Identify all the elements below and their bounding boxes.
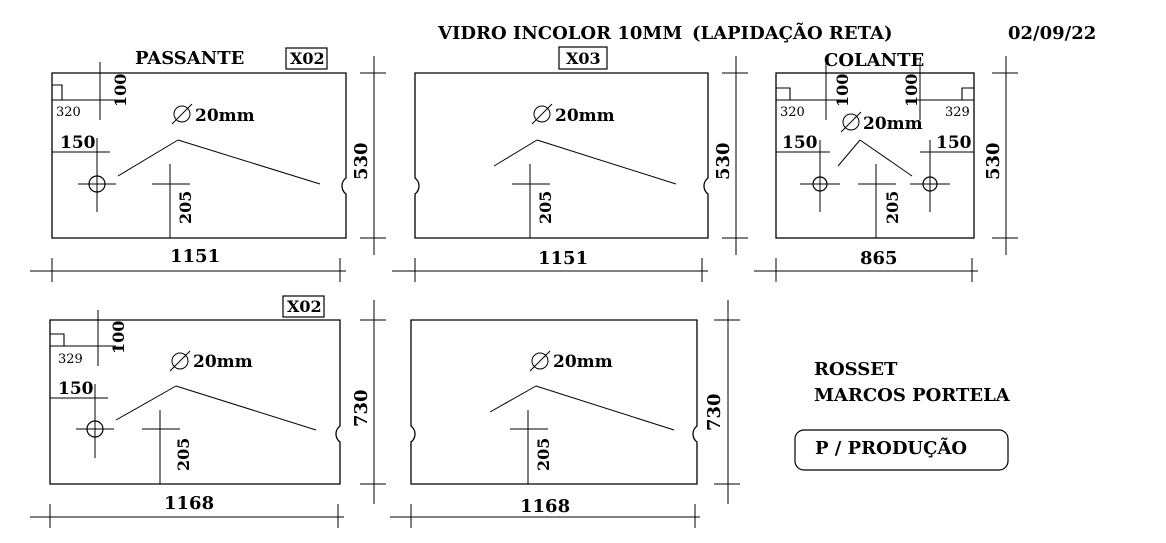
hole-bottom-offset: 205 bbox=[883, 191, 902, 224]
diameter-symbol-slash bbox=[529, 350, 551, 372]
leader-line bbox=[177, 139, 321, 185]
corner-offset-y-right: 100 bbox=[902, 74, 921, 107]
corner-offset-x: 320 bbox=[780, 105, 805, 120]
qty-box bbox=[558, 46, 608, 70]
hole-bottom-offset: 205 bbox=[176, 191, 195, 224]
hole-left-offset: 150 bbox=[58, 379, 94, 399]
glass-spec-title: VIDRO INCOLOR 10MM bbox=[437, 23, 682, 44]
leader-line bbox=[859, 139, 913, 177]
leader-line bbox=[535, 385, 675, 431]
panel-width-label: 865 bbox=[860, 248, 898, 269]
qty-label: X02 bbox=[290, 49, 325, 68]
hole-diameter-label: 20mm bbox=[193, 352, 253, 372]
diameter-symbol bbox=[531, 352, 549, 370]
glass-panel-outline bbox=[410, 319, 698, 485]
hole-bottom-offset: 205 bbox=[536, 191, 555, 224]
hole-diameter-label: 20mm bbox=[863, 114, 923, 134]
panel-height-label: 730 bbox=[351, 389, 372, 427]
leader-line bbox=[536, 139, 677, 185]
panel-large-plain: 20mm 205 730 1168 bbox=[390, 300, 740, 528]
panel-type-label: COLANTE bbox=[824, 50, 924, 71]
hole-right-offset: 150 bbox=[936, 133, 972, 153]
diameter-symbol-slash bbox=[840, 111, 862, 133]
client-contact: MARCOS PORTELA bbox=[814, 385, 1011, 406]
diameter-symbol-slash bbox=[531, 103, 553, 125]
panel-x03: X03 20mm 205 530 1151 bbox=[392, 46, 748, 282]
diameter-symbol-slash bbox=[169, 350, 191, 372]
glass-panel-outline bbox=[49, 319, 341, 485]
panel-height-label: 730 bbox=[704, 393, 725, 431]
corner-notch bbox=[961, 87, 974, 101]
panel-width-label: 1168 bbox=[164, 493, 214, 514]
hole-diameter-label: 20mm bbox=[195, 106, 255, 126]
glass-panel-outline bbox=[51, 72, 347, 239]
leader-line bbox=[115, 385, 177, 421]
leader-line bbox=[837, 139, 861, 167]
corner-offset-y: 100 bbox=[109, 321, 128, 354]
corner-offset-x: 329 bbox=[58, 352, 83, 367]
hole-diameter-label: 20mm bbox=[553, 352, 613, 372]
panel-height-label: 530 bbox=[351, 142, 372, 180]
hole-bottom-offset: 205 bbox=[174, 438, 193, 471]
panel-width-label: 1168 bbox=[520, 496, 570, 517]
hole-diameter-label: 20mm bbox=[555, 106, 615, 126]
panel-width-label: 1151 bbox=[538, 248, 588, 269]
corner-offset-y: 100 bbox=[111, 74, 130, 107]
qty-label: X02 bbox=[287, 297, 322, 316]
hole-left-offset: 150 bbox=[782, 133, 818, 153]
panel-colante: COLANTE 320 100 329 100 20mm 150 150 205 bbox=[754, 50, 1018, 282]
edge-finish-label: (LAPIDAÇÃO RETA) bbox=[692, 21, 892, 44]
production-stamp-label: P / PRODUÇÃO bbox=[815, 436, 967, 459]
corner-notch bbox=[52, 84, 63, 101]
panel-width-label: 1151 bbox=[170, 246, 220, 267]
diameter-symbol bbox=[171, 352, 189, 370]
qty-box bbox=[282, 295, 325, 318]
corner-offset-x: 320 bbox=[56, 105, 81, 120]
glass-panel-outline bbox=[775, 72, 975, 239]
panel-x02-large: X02 329 100 20mm 150 205 730 1168 bbox=[30, 295, 386, 528]
corner-notch bbox=[776, 87, 791, 101]
client-name: ROSSET bbox=[814, 359, 898, 380]
panel-type-label: PASSANTE bbox=[135, 48, 244, 69]
date-label: 02/09/22 bbox=[1008, 23, 1096, 44]
production-stamp-box bbox=[794, 429, 1009, 471]
diameter-symbol bbox=[173, 105, 191, 123]
diameter-symbol-slash bbox=[171, 103, 193, 125]
leader-line bbox=[175, 385, 317, 431]
hole-bottom-offset: 205 bbox=[534, 438, 553, 471]
corner-notch bbox=[50, 333, 65, 347]
diameter-symbol bbox=[842, 113, 860, 131]
qty-box bbox=[285, 47, 328, 70]
diameter-symbol bbox=[533, 105, 551, 123]
qty-label: X03 bbox=[566, 49, 601, 68]
hole-left-offset: 150 bbox=[60, 133, 96, 153]
panel-height-label: 530 bbox=[713, 142, 734, 180]
leader-line bbox=[117, 139, 179, 177]
leader-line bbox=[493, 139, 538, 167]
corner-offset-x-right: 329 bbox=[945, 105, 970, 120]
glass-panel-outline bbox=[414, 72, 709, 239]
panel-height-label: 530 bbox=[983, 142, 1004, 180]
leader-line bbox=[489, 385, 537, 413]
corner-offset-y: 100 bbox=[833, 74, 852, 107]
panel-passante: PASSANTE X02 320 100 20mm 150 205 530 11… bbox=[30, 47, 386, 282]
